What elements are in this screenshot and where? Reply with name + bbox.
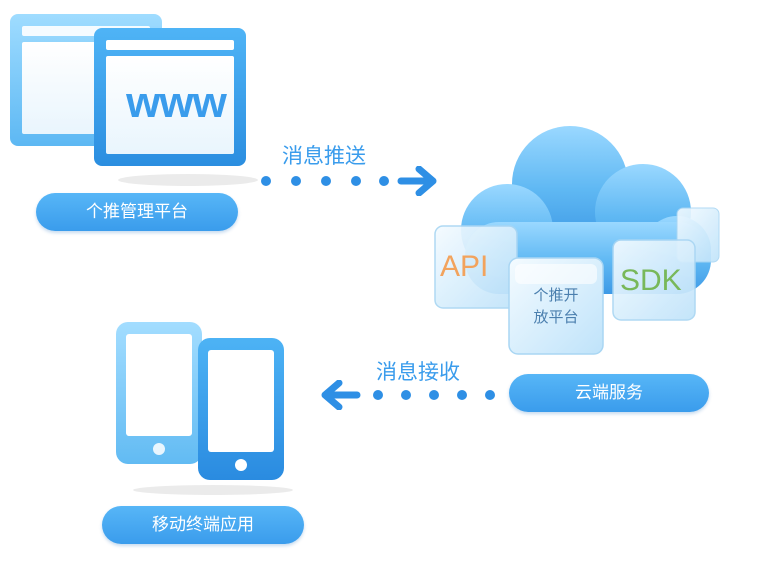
cube-line-2: 放平台 — [533, 308, 579, 326]
web-platform-label: 个推管理平台 — [36, 193, 238, 231]
www-text: www — [126, 78, 227, 127]
mobile-phone-icon — [116, 322, 293, 495]
browser-window-icon — [10, 14, 258, 186]
open-platform-cube-label: 个推开 放平台 — [509, 284, 603, 328]
sdk-cube-label: SDK — [620, 264, 682, 297]
mobile-app-label: 移动终端应用 — [102, 506, 304, 544]
push-message-label: 消息推送 — [282, 144, 366, 168]
cloud-icon — [434, 126, 720, 355]
receive-message-label: 消息接收 — [376, 360, 460, 384]
left-arrow-icon — [321, 380, 495, 410]
cloud-service-label: 云端服务 — [509, 374, 709, 412]
api-cube-label: API — [440, 250, 489, 283]
right-arrow-icon — [261, 166, 437, 196]
cube-line-1: 个推开 — [533, 286, 579, 304]
